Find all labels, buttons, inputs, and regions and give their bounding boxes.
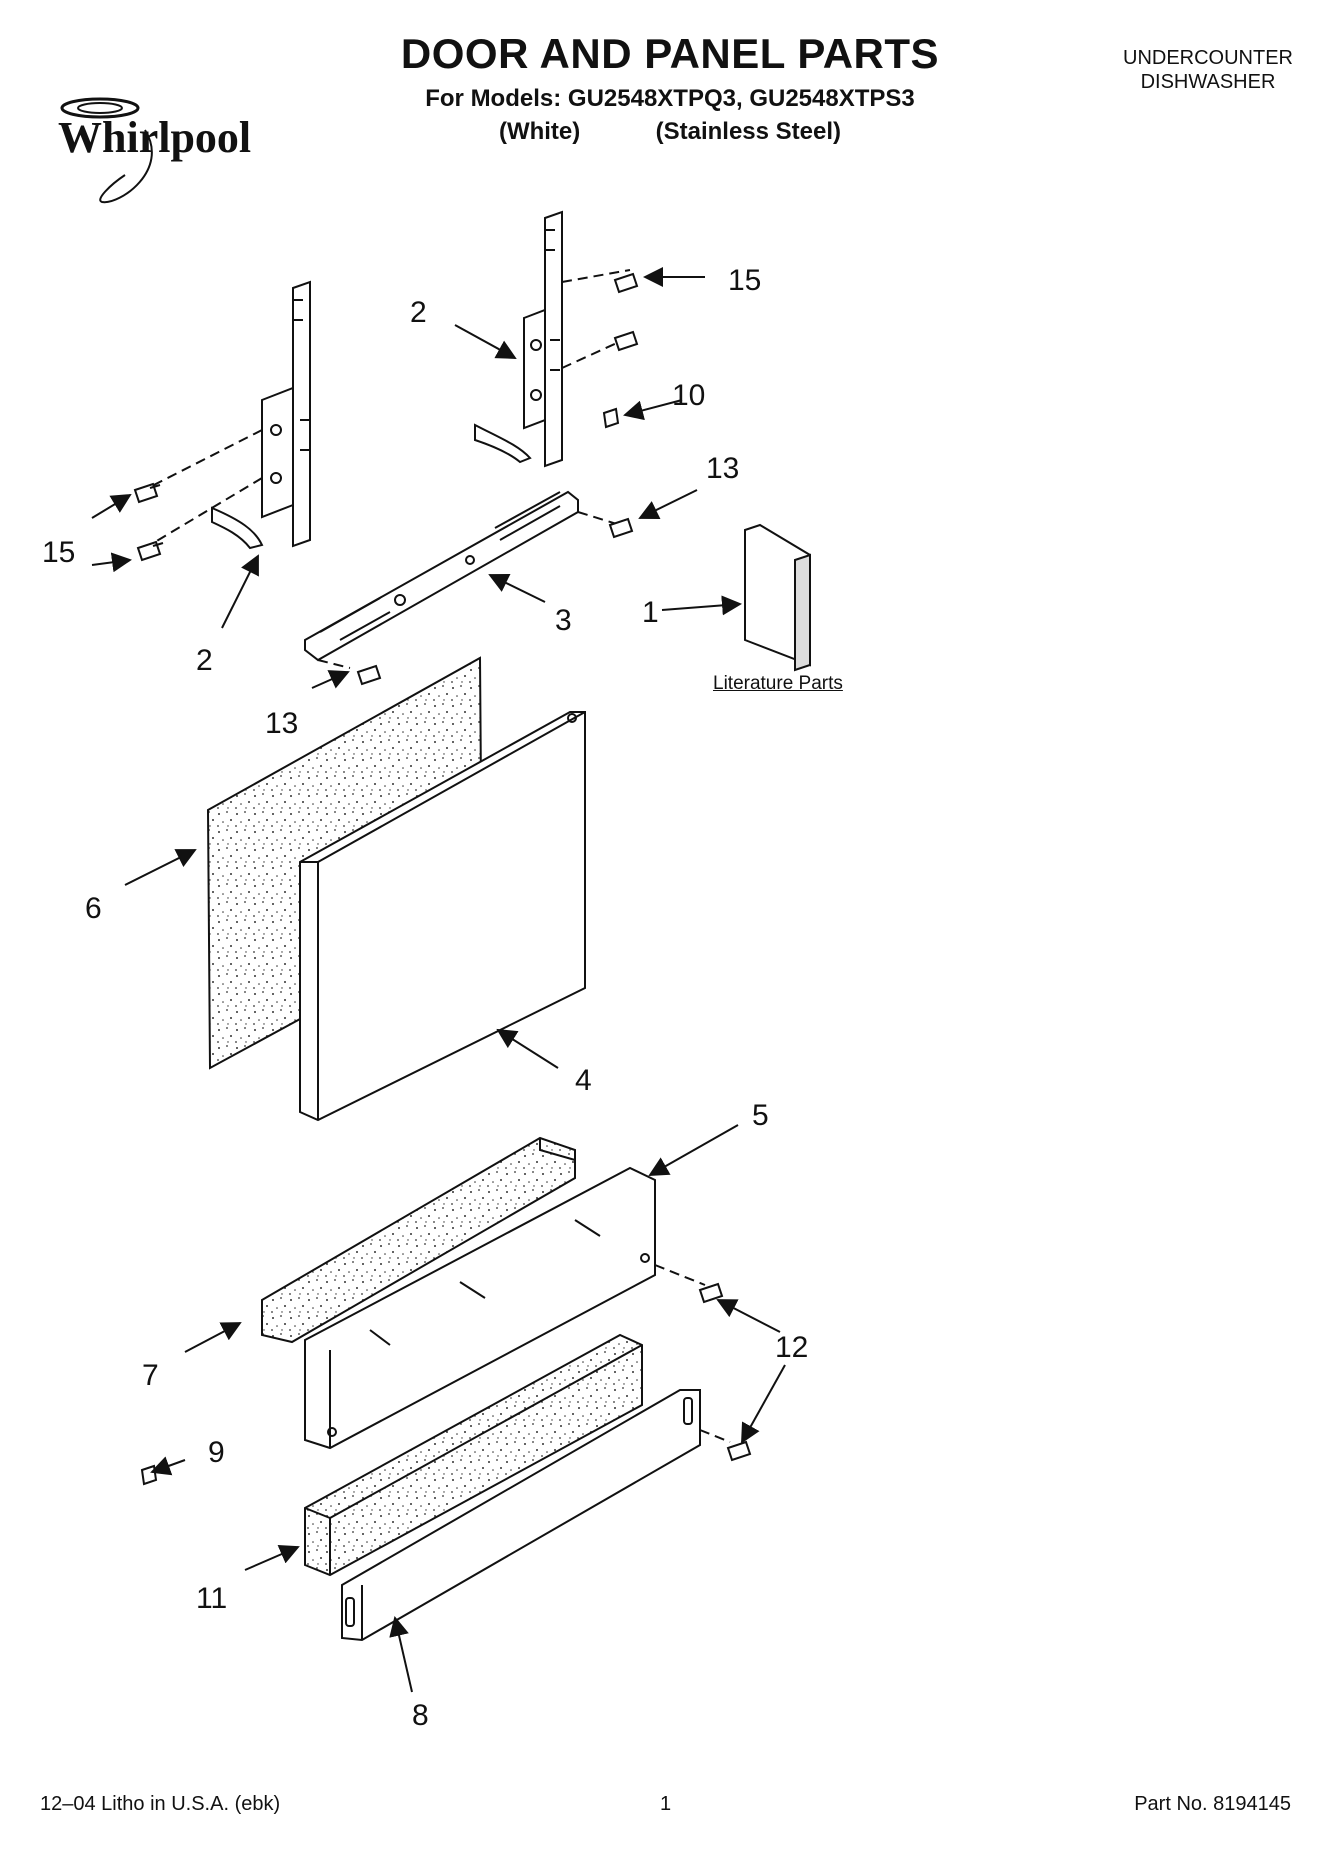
whirlpool-logo: Whirlpool bbox=[58, 97, 251, 204]
callout-15-top-right: 15 bbox=[728, 264, 761, 297]
callout-11: 11 bbox=[196, 1582, 227, 1615]
literature-parts-label: Literature Parts bbox=[713, 673, 843, 694]
callout-13-right: 13 bbox=[706, 452, 739, 485]
callout-12: 12 bbox=[775, 1331, 808, 1364]
lower-insulation-block bbox=[304, 1333, 643, 1577]
literature-booklet bbox=[744, 523, 811, 672]
product-line-1: UNDERCOUNTER bbox=[1123, 47, 1293, 69]
callout-9: 9 bbox=[208, 1436, 225, 1469]
callout-5: 5 bbox=[752, 1099, 769, 1132]
screw-12-a bbox=[698, 1282, 724, 1304]
variant-stainless-label: (Stainless Steel) bbox=[655, 118, 842, 145]
callout-13-left: 13 bbox=[265, 707, 298, 740]
screw-13-a bbox=[608, 517, 634, 539]
callout-1: 1 bbox=[642, 596, 659, 629]
door-top-bracket bbox=[304, 490, 579, 662]
outer-door-panel bbox=[299, 711, 586, 1122]
page-number: 1 bbox=[660, 1793, 672, 1815]
screw-13-b bbox=[356, 664, 382, 686]
models-line: For Models: GU2548XTPQ3, GU2548XTPS3 bbox=[425, 85, 915, 112]
clip-9 bbox=[140, 1464, 158, 1486]
variant-white-label: (White) bbox=[498, 118, 581, 145]
screw-15-c bbox=[613, 272, 639, 294]
hinge-bracket-left bbox=[211, 280, 311, 550]
svg-text:Whirlpool: Whirlpool bbox=[58, 113, 251, 162]
callout-2-left: 2 bbox=[196, 644, 213, 677]
hinge-bracket-right bbox=[474, 210, 563, 468]
screw-15-b bbox=[136, 540, 164, 562]
callout-4: 4 bbox=[575, 1064, 592, 1097]
product-type: UNDERCOUNTER DISHWASHER bbox=[1123, 46, 1293, 94]
callout-2-top: 2 bbox=[410, 296, 427, 329]
clip-10 bbox=[602, 407, 620, 429]
screw-15-a bbox=[133, 482, 161, 504]
footer-litho: 12–04 Litho in U.S.A. (ebk) bbox=[40, 1793, 281, 1815]
callout-3: 3 bbox=[555, 604, 572, 637]
screw-15-d bbox=[613, 330, 639, 352]
callout-7: 7 bbox=[142, 1359, 159, 1392]
callout-6: 6 bbox=[85, 892, 102, 925]
model-variants: (White) (Stainless Steel) bbox=[300, 118, 1040, 146]
part-number: Part No. 8194145 bbox=[1134, 1793, 1291, 1815]
page-title: DOOR AND PANEL PARTS bbox=[400, 30, 940, 77]
callout-15-left: 15 bbox=[42, 536, 75, 569]
callout-8: 8 bbox=[412, 1699, 429, 1732]
callout-10: 10 bbox=[672, 379, 705, 412]
product-line-2: DISHWASHER bbox=[1140, 71, 1276, 93]
screw-12-b bbox=[726, 1440, 752, 1462]
toe-panel-front bbox=[341, 1389, 701, 1642]
toe-panel-back bbox=[304, 1166, 656, 1450]
